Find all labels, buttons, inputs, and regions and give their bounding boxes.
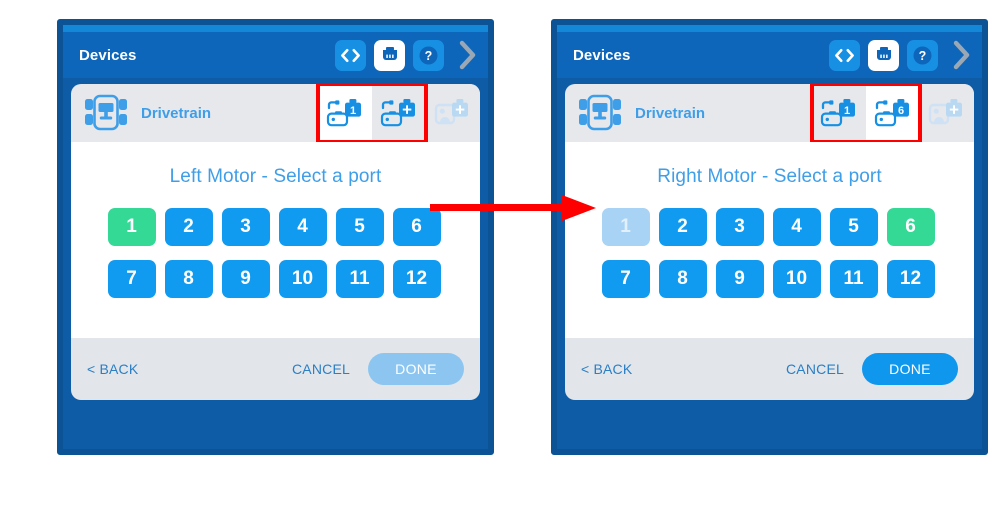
port-button-4[interactable]: 4	[278, 208, 327, 246]
port-prompt: Left Motor - Select a port	[169, 166, 382, 187]
port-button-11[interactable]: 11	[335, 260, 384, 298]
port-button-10[interactable]: 10	[278, 260, 327, 298]
chip-badge-value: 1	[350, 105, 356, 117]
port-button-12[interactable]: 12	[392, 260, 441, 298]
cancel-button[interactable]: CANCEL	[292, 361, 350, 377]
code-icon[interactable]	[335, 39, 366, 71]
screen-left: Devices	[63, 25, 488, 449]
app-header-left: Devices	[63, 32, 488, 78]
drivetrain-icon	[577, 94, 623, 132]
device-area-right: Drivetrain 1	[557, 78, 982, 142]
footer-right: < BACK CANCEL DONE	[565, 338, 974, 400]
done-button[interactable]: DONE	[862, 353, 958, 385]
back-button[interactable]: < BACK	[581, 361, 633, 377]
device-row-drivetrain[interactable]: Drivetrain 1	[565, 84, 974, 142]
port-button-1: 1	[601, 208, 650, 246]
port-button-5[interactable]: 5	[829, 208, 878, 246]
port-button-7[interactable]: 7	[601, 260, 650, 298]
add-sensor-chip[interactable]	[426, 84, 480, 142]
port-button-11[interactable]: 11	[829, 260, 878, 298]
help-icon[interactable]: ?	[907, 39, 938, 71]
drivetrain-icon	[83, 94, 129, 132]
device-frame-right: Devices	[551, 19, 988, 455]
right-motor-chip[interactable]	[372, 84, 426, 142]
port-button-3[interactable]: 3	[221, 208, 270, 246]
device-label: Drivetrain	[635, 104, 706, 122]
device-label: Drivetrain	[141, 104, 212, 122]
port-button-6[interactable]: 6	[886, 208, 935, 246]
code-icon[interactable]	[829, 39, 860, 71]
port-button-12[interactable]: 12	[886, 260, 935, 298]
page-title: Devices	[573, 46, 631, 64]
footer-actions: CANCEL DONE	[292, 353, 464, 385]
device-frame-left: Devices	[57, 19, 494, 455]
chevron-right-icon[interactable]	[952, 39, 972, 71]
app-header-right: Devices	[557, 32, 982, 78]
screen-right: Devices	[557, 25, 982, 449]
brain-port-icon[interactable]	[868, 39, 899, 71]
port-button-9[interactable]: 9	[715, 260, 764, 298]
svg-text:?: ?	[919, 49, 927, 63]
left-motor-chip[interactable]: 1	[318, 84, 372, 142]
footer-actions: CANCEL DONE	[786, 353, 958, 385]
chip-badge-value: 6	[898, 105, 904, 117]
port-button-8[interactable]: 8	[164, 260, 213, 298]
transition-arrow	[430, 190, 602, 231]
device-row-drivetrain[interactable]: Drivetrain 1	[71, 84, 480, 142]
port-button-2[interactable]: 2	[658, 208, 707, 246]
help-icon[interactable]: ?	[413, 39, 444, 71]
port-button-7[interactable]: 7	[107, 260, 156, 298]
done-button[interactable]: DONE	[368, 353, 464, 385]
port-button-6[interactable]: 6	[392, 208, 441, 246]
footer-left: < BACK CANCEL DONE	[71, 338, 480, 400]
port-button-4[interactable]: 4	[772, 208, 821, 246]
device-chip-group: 1	[318, 84, 480, 142]
brain-port-icon[interactable]	[374, 39, 405, 71]
device-chip-group: 1 6	[812, 84, 974, 142]
port-button-10[interactable]: 10	[772, 260, 821, 298]
right-motor-chip[interactable]: 6	[866, 84, 920, 142]
chevron-right-icon[interactable]	[458, 39, 478, 71]
accent-strip	[63, 25, 488, 32]
accent-strip	[557, 25, 982, 32]
port-button-2[interactable]: 2	[164, 208, 213, 246]
chip-badge-value: 1	[844, 105, 850, 117]
header-icon-group: ?	[829, 39, 972, 71]
port-button-8[interactable]: 8	[658, 260, 707, 298]
port-button-9[interactable]: 9	[221, 260, 270, 298]
page-title: Devices	[79, 46, 137, 64]
svg-text:?: ?	[425, 49, 433, 63]
cancel-button[interactable]: CANCEL	[786, 361, 844, 377]
device-area-left: Drivetrain 1	[63, 78, 488, 142]
port-button-3[interactable]: 3	[715, 208, 764, 246]
back-button[interactable]: < BACK	[87, 361, 139, 377]
header-icon-group: ?	[335, 39, 478, 71]
left-motor-chip[interactable]: 1	[812, 84, 866, 142]
add-sensor-chip[interactable]	[920, 84, 974, 142]
port-prompt: Right Motor - Select a port	[657, 166, 882, 187]
port-button-1[interactable]: 1	[107, 208, 156, 246]
port-button-5[interactable]: 5	[335, 208, 384, 246]
